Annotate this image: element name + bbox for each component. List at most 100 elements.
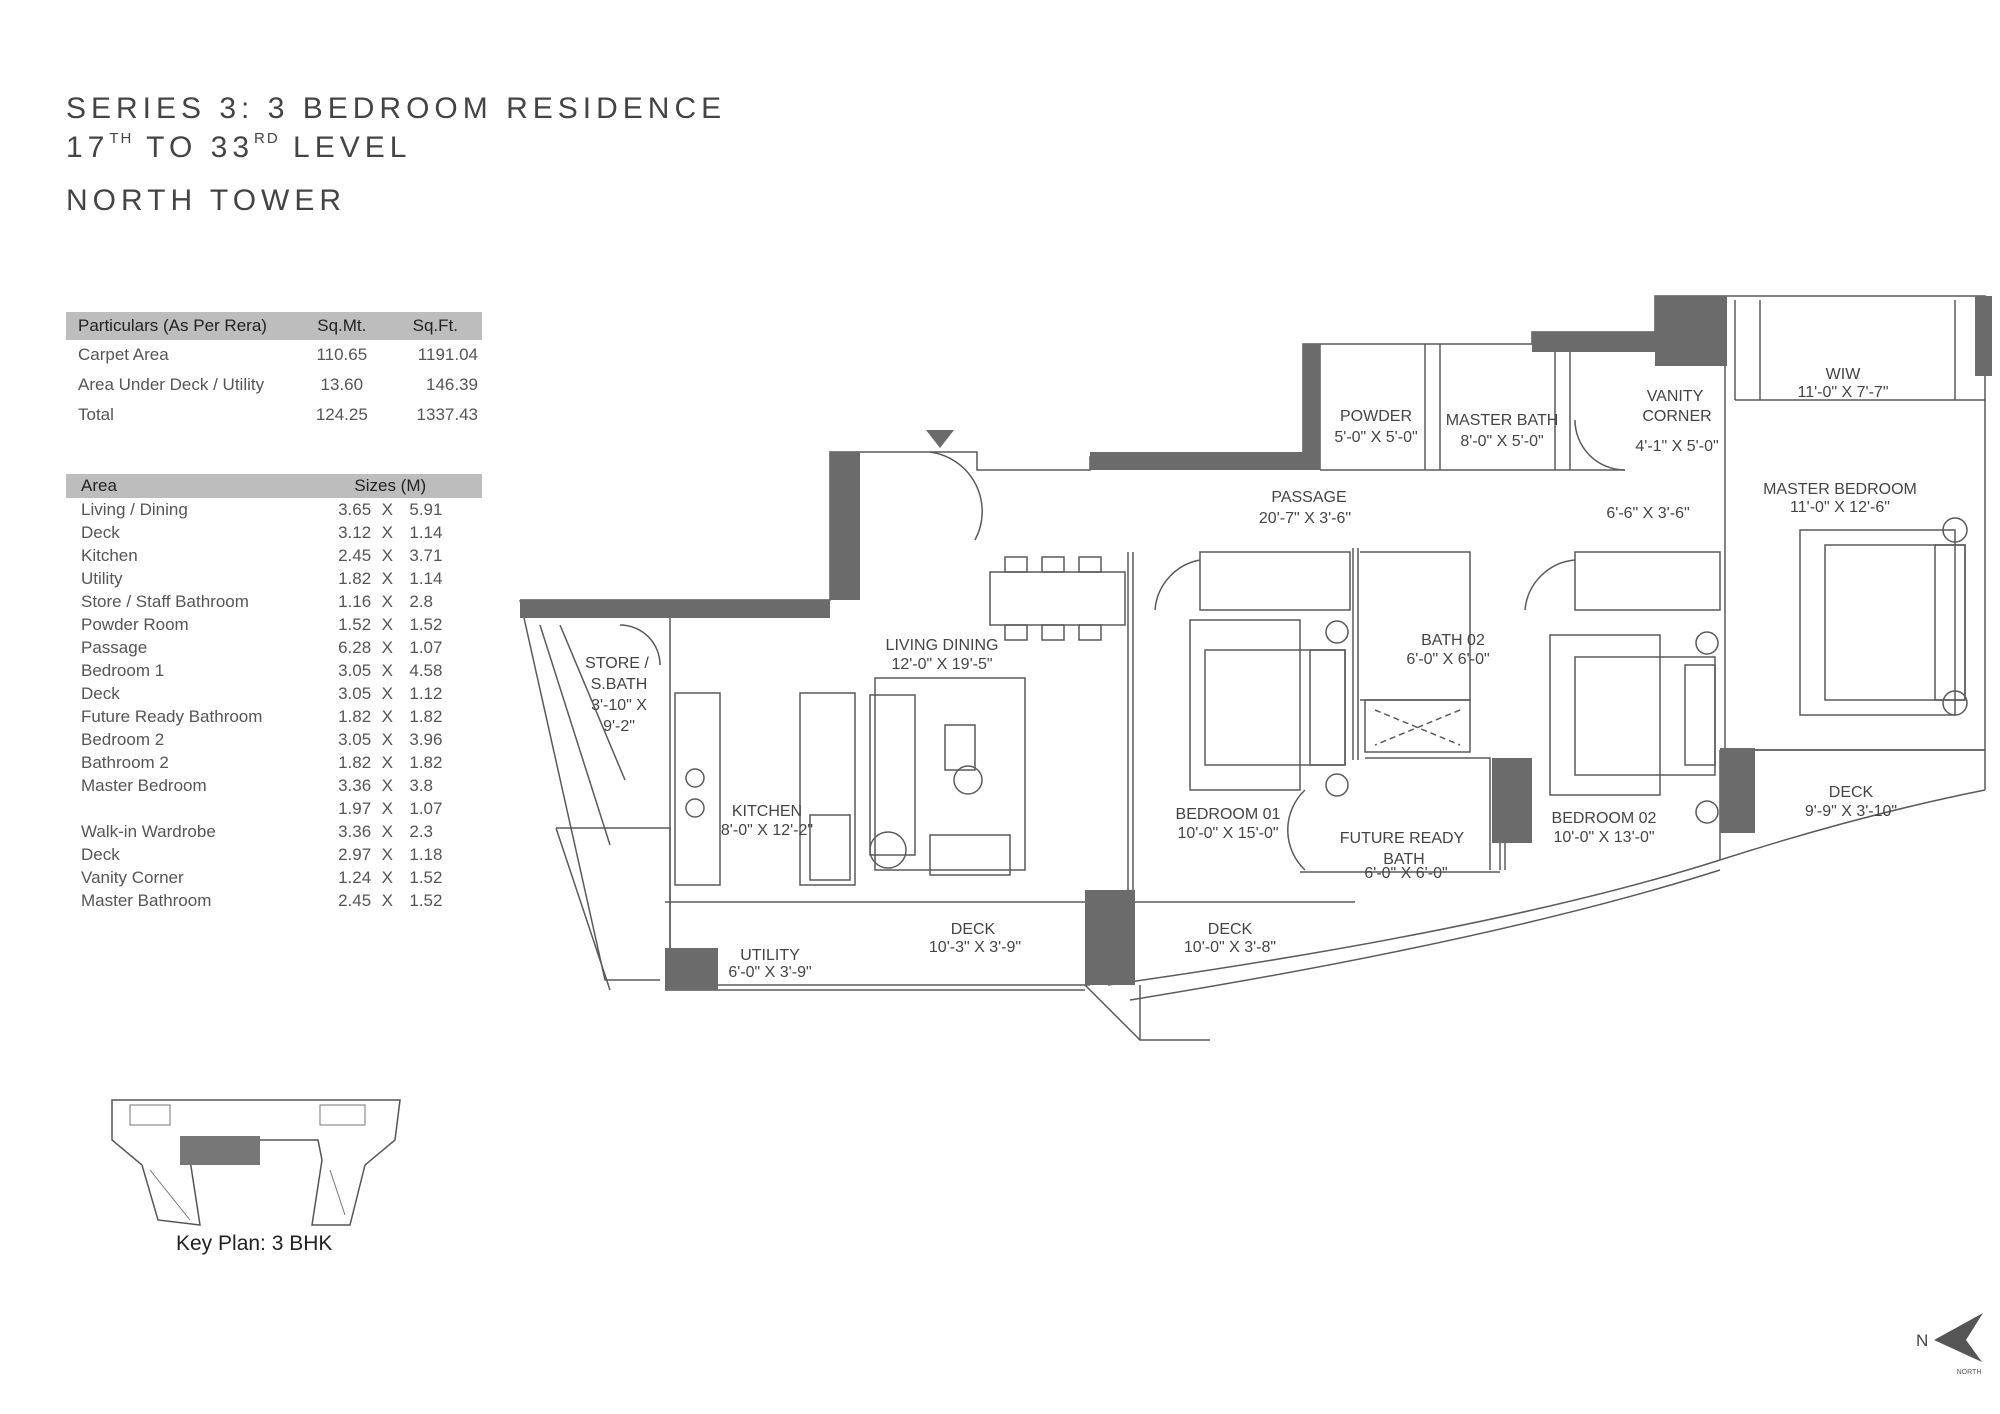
room-master-bath-name: MASTER BATH xyxy=(1446,412,1559,429)
room-future-bath-size: 6'-0" X 6'-0" xyxy=(1364,865,1447,882)
header-area: Area xyxy=(66,474,325,498)
area-length: 6.28 xyxy=(338,637,372,657)
area-name: Future Ready Bathroom xyxy=(81,706,263,726)
room-master-bedroom-size: 11'-0" X 12'-6" xyxy=(1790,499,1890,516)
key-plan-caption: Key Plan: 3 BHK xyxy=(176,1232,333,1255)
room-deck-master-size: 9'-9" X 3'-10" xyxy=(1805,803,1897,820)
area-width: 2.3 xyxy=(409,821,434,841)
area-length: 3.36 xyxy=(338,775,372,795)
area-times: X xyxy=(381,867,393,887)
area-length: 2.45 xyxy=(338,890,372,910)
wall-segment xyxy=(1492,758,1532,843)
area-times: X xyxy=(381,844,393,864)
area-length: 1.82 xyxy=(338,568,372,588)
wall-segment xyxy=(1720,748,1755,833)
area-name: Store / Staff Bathroom xyxy=(81,591,249,611)
area-row: Store / Staff Bathroom 1.16 X 2.8 xyxy=(66,590,482,613)
header-particulars: Particulars (As Per Rera) xyxy=(66,312,296,340)
room-deck-bed1-size: 10'-0" X 3'-8" xyxy=(1184,939,1276,956)
area-width: 1.07 xyxy=(409,798,443,818)
room-bedroom01-size: 10'-0" X 15'-0" xyxy=(1177,825,1278,842)
room-deck-bed1-name: DECK xyxy=(1208,921,1253,938)
level-range: 17TH TO 33RD LEVEL xyxy=(66,130,411,165)
room-powder-size: 5'-0" X 5'-0" xyxy=(1334,429,1417,446)
area-width: 1.07 xyxy=(409,637,443,657)
area-length: 1.16 xyxy=(338,591,372,611)
plan-walls xyxy=(520,296,1992,990)
level-start: 17 xyxy=(66,131,110,164)
area-name: Powder Room xyxy=(81,614,189,634)
area-width: 1.82 xyxy=(409,706,443,726)
level-word: LEVEL xyxy=(293,131,412,164)
area-header: Area Sizes (M) xyxy=(66,474,482,498)
particular-sqft: 146.39 xyxy=(426,375,478,394)
area-times: X xyxy=(381,798,393,818)
area-times: X xyxy=(381,706,393,726)
area-times: X xyxy=(381,775,393,795)
plan-title: SERIES 3: 3 BEDROOM RESIDENCE xyxy=(66,92,727,125)
area-name: Master Bedroom xyxy=(81,775,207,795)
room-bedroom02-size: 10'-0" X 13'-0" xyxy=(1553,829,1654,846)
particular-label: Total xyxy=(78,405,114,424)
room-vanity-name: VANITY xyxy=(1647,388,1704,405)
area-name: Bedroom 2 xyxy=(81,729,165,749)
wall-segment xyxy=(1975,296,1992,376)
area-times: X xyxy=(381,752,393,772)
room-powder-name: POWDER xyxy=(1340,408,1412,425)
particular-sqft: 1191.04 xyxy=(417,345,478,364)
area-times: X xyxy=(381,729,393,749)
level-start-suffix: TH xyxy=(109,130,134,147)
room-kitchen-size: 8'-0" X 12'-2" xyxy=(721,822,813,839)
room-utility-size: 6'-0" X 3'-9" xyxy=(728,964,811,981)
room-store-size: 3'-10" X xyxy=(591,697,647,714)
area-name: Vanity Corner xyxy=(81,867,184,887)
key-plan-drawing xyxy=(111,1099,401,1226)
room-wiw-size: 11'-0" X 7'-7" xyxy=(1798,384,1889,401)
room-vanity-size: 4'-1" X 5'-0" xyxy=(1635,438,1718,455)
room-passage-size-2: 6'-6" X 3'-6" xyxy=(1606,505,1689,522)
area-times: X xyxy=(381,591,393,611)
particulars-header: Particulars (As Per Rera) Sq.Mt. Sq.Ft. xyxy=(66,312,482,340)
area-length: 1.97 xyxy=(338,798,372,818)
north-word: NORTH xyxy=(1957,1369,1982,1376)
level-to: TO xyxy=(146,131,198,164)
room-wiw-name: WIW xyxy=(1826,366,1862,383)
level-end-suffix: RD xyxy=(254,130,280,147)
area-width: 1.52 xyxy=(409,890,443,910)
particulars-row: Carpet Area 110.65 1191.04 xyxy=(66,340,482,370)
room-labels: POWDER 5'-0" X 5'-0" MASTER BATH 8'-0" X… xyxy=(585,366,1917,981)
wall-segment xyxy=(830,452,860,600)
area-length: 3.05 xyxy=(338,660,372,680)
area-name: Kitchen xyxy=(81,545,138,565)
area-name: Living / Dining xyxy=(81,499,188,519)
north-letter: N xyxy=(1916,1331,1928,1350)
area-times: X xyxy=(381,545,393,565)
room-vanity-name-2: CORNER xyxy=(1642,408,1711,425)
particular-sqft: 1337.43 xyxy=(416,405,478,424)
area-width: 1.14 xyxy=(409,568,443,588)
area-length: 3.36 xyxy=(338,821,372,841)
room-passage-size: 20'-7" X 3'-6" xyxy=(1259,510,1351,527)
area-times: X xyxy=(381,683,393,703)
header-sqft: Sq.Ft. xyxy=(388,312,482,340)
wall-segment xyxy=(1085,890,1135,985)
area-name: Bedroom 1 xyxy=(81,660,165,680)
room-store-name: STORE / xyxy=(585,655,649,672)
particulars-row: Total 124.25 1337.43 xyxy=(66,400,482,430)
north-arrow-icon: N NORTH xyxy=(1916,1313,1983,1376)
area-length: 1.24 xyxy=(338,867,372,887)
room-deck-living-name: DECK xyxy=(951,921,996,938)
wall-segment xyxy=(1655,296,1727,366)
area-name: Deck xyxy=(81,522,120,542)
area-width: 2.8 xyxy=(409,591,434,611)
